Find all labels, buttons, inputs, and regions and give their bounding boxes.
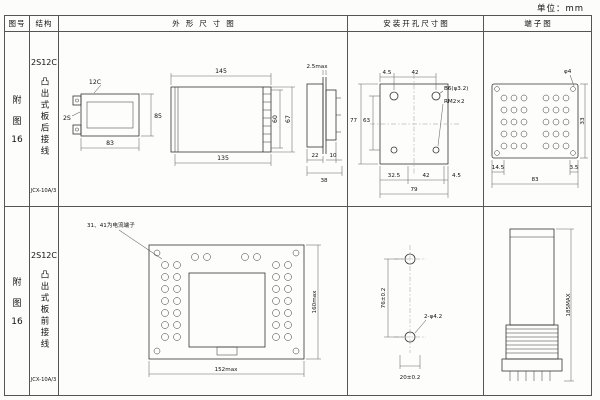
- dim-width-max: 152max: [215, 367, 239, 373]
- drill-holes: [394, 245, 426, 353]
- dim-body-top: 145: [215, 68, 227, 75]
- dim-bottom-seg2: 42: [422, 173, 429, 179]
- structure-cell-row2: 2S12C 凸出式板前接线 JCX-10A/3: [30, 207, 59, 395]
- dim-front-width-label: 12C: [89, 79, 101, 86]
- dim-body-height-outer: 67: [285, 115, 292, 123]
- dim-bottom-seg1: 32.5: [388, 173, 401, 179]
- fig-char: 图: [12, 117, 22, 127]
- dim-edge-offset: 20±0.2: [400, 375, 421, 381]
- outline-drawing-cell-row2: 31、41为电流端子: [59, 207, 348, 395]
- cutout-plate: [370, 74, 460, 174]
- structure-label: 凸出式板后接线: [39, 77, 49, 158]
- current-terminal-note: 31、41为电流端子: [87, 221, 135, 229]
- dim-front-side-label: 2S: [63, 115, 71, 122]
- dim-depth-rear: 10: [329, 153, 337, 159]
- outline-drawing-row1: 12C 2S 83 85: [63, 64, 343, 184]
- dim-top-span: 42: [411, 70, 418, 76]
- model-label: 2S12C: [31, 58, 57, 67]
- fig-char: 16: [11, 317, 23, 327]
- front-view: 12C 2S 83 85: [63, 79, 162, 151]
- mounting-drawing-row1: 4.5 42 B6(φ3.2) RM2×2 77 63: [350, 70, 468, 198]
- dim-panel-thickness: 2.5max: [306, 64, 328, 70]
- fig-char: 16: [11, 135, 23, 145]
- mounting-drawing-row2: 76±0.2 2-φ4.2 20±0.2: [381, 245, 442, 381]
- header-mounting: 安装开孔尺寸图: [348, 16, 484, 32]
- header-outline: 外形尺寸图: [59, 16, 348, 32]
- relay-side-view: [501, 228, 563, 381]
- dim-height-max: 185MAX: [566, 293, 572, 316]
- unit-label: 单位：mm: [536, 4, 584, 14]
- terminal-block: [491, 83, 579, 159]
- type-code-label: JCX-10A/3: [31, 377, 57, 383]
- terminal-dimensions: φ4 14.5 3.5 83 33: [491, 69, 588, 188]
- header-terminal: 端子图: [484, 16, 591, 32]
- dim-left-offset: 14.5: [492, 165, 505, 171]
- header-struct: 结构: [30, 16, 59, 32]
- structure-label: 凸出式板前接线: [39, 270, 49, 351]
- terminal-drawing-row1: φ4 14.5 3.5 83 33: [491, 69, 588, 188]
- dim-depth-front: 22: [311, 153, 318, 159]
- terminal-drawing-row2: 185MAX: [501, 228, 574, 382]
- mounting-dimensions: 4.5 42 B6(φ3.2) RM2×2 77 63: [350, 70, 468, 198]
- model-label: 2S12C: [31, 251, 57, 260]
- dim-hole-pitch: 76±0.2: [381, 288, 387, 309]
- side-view: 2.5max 22 10 38: [306, 64, 343, 184]
- drill-dimensions: 76±0.2 2-φ4.2 20±0.2: [381, 258, 442, 381]
- type-code-label: JCX-10A/3: [31, 188, 57, 194]
- dim-height-inner: 63: [363, 118, 371, 124]
- dim-hole-dia: φ4: [564, 69, 572, 75]
- dim-width-total: 83: [531, 177, 539, 183]
- dim-body-height-inner: 60: [272, 115, 279, 123]
- dim-body-bottom: 135: [217, 155, 229, 162]
- fig-char: 图: [12, 299, 22, 309]
- spec-table: 图号 结构 外形尺寸图 安装开孔尺寸图 端子图 附 图 16 2S12C 凸出式…: [4, 15, 592, 396]
- dim-bottom-total: 79: [410, 187, 418, 193]
- dim-front-width: 83: [106, 140, 114, 147]
- fig-char: 附: [12, 96, 22, 106]
- structure-cell-row1: 2S12C 凸出式板后接线 JCX-10A/3: [30, 32, 59, 207]
- fig-number-cell-row2: 附 图 16: [5, 207, 30, 395]
- terminal-drawing-cell-row1: φ4 14.5 3.5 83 33: [484, 32, 591, 207]
- outline-drawing-cell-row1: 12C 2S 83 85: [59, 32, 348, 207]
- dim-right-offset: 3.5: [570, 165, 579, 171]
- mounting-drawing-cell-row1: 4.5 42 B6(φ3.2) RM2×2 77 63: [348, 32, 484, 207]
- dim-height-outer: 77: [350, 118, 358, 124]
- header-fig: 图号: [5, 16, 30, 32]
- fig-number-cell-row1: 附 图 16: [5, 32, 30, 207]
- side-view-dimensions: 185MAX: [556, 228, 574, 382]
- mounting-drawing-cell-row2: 76±0.2 2-φ4.2 20±0.2: [348, 207, 484, 395]
- dim-thread-note: RM2×2: [444, 99, 465, 105]
- outline-drawing-row2: 31、41为电流端子: [87, 221, 321, 377]
- front-wiring-view: 31、41为电流端子: [87, 221, 305, 360]
- terminal-drawing-cell-row2: 185MAX: [484, 207, 591, 395]
- dim-height-max: 160max: [312, 290, 318, 314]
- fig-char: 附: [12, 278, 22, 288]
- dim-top-offset: 4.5: [383, 70, 392, 76]
- top-view: 145 135 60 67: [170, 68, 295, 166]
- dim-depth-total: 38: [320, 178, 328, 184]
- dim-bottom-seg3: 4.5: [452, 173, 461, 179]
- dim-front-height: 85: [154, 113, 162, 120]
- dim-height: 33: [580, 117, 586, 125]
- dim-hole-note: B6(φ3.2): [444, 86, 468, 92]
- dim-holes-note: 2-φ4.2: [424, 314, 442, 320]
- front-wiring-dimensions: 152max 160max: [148, 244, 321, 377]
